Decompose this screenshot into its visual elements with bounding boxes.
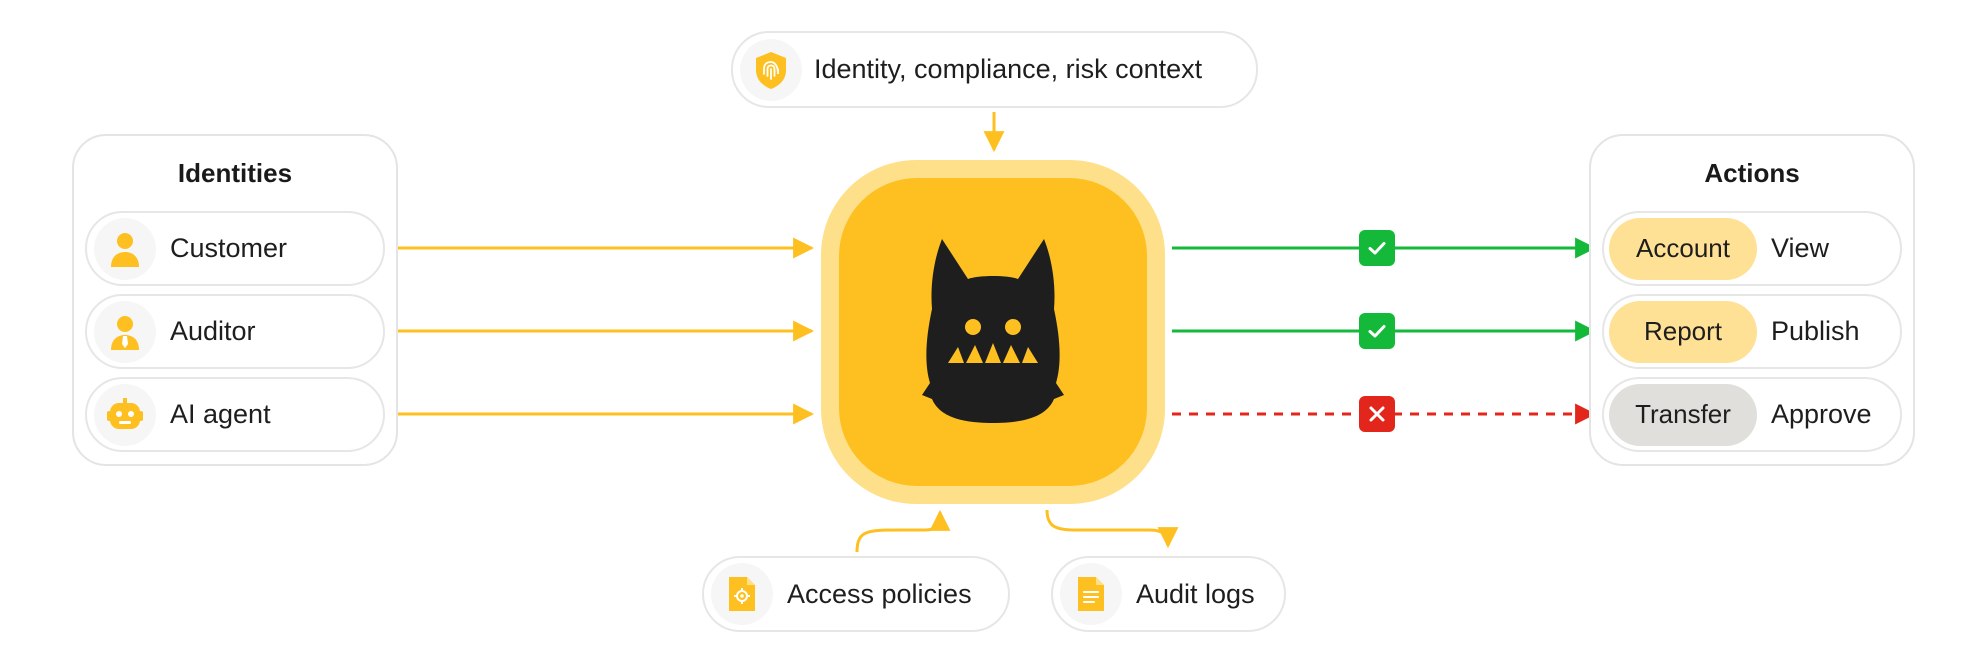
resource-tag: Account: [1609, 217, 1757, 280]
allowed-badge: [1359, 230, 1395, 266]
fingerprint-shield-icon: [740, 38, 802, 101]
monster-mascot-icon: [922, 239, 1064, 423]
identity-label: Auditor: [170, 316, 256, 346]
identity-label: Customer: [170, 233, 288, 263]
log-document-icon: [1060, 563, 1122, 625]
policies-arrow: [855, 509, 951, 553]
identity-ai-agent[interactable]: AI agent: [85, 377, 385, 452]
action-verb: View: [1771, 233, 1830, 263]
policy-engine: [821, 160, 1165, 504]
action-report-publish[interactable]: Report Publish: [1602, 294, 1902, 369]
identity-label: AI agent: [170, 399, 271, 429]
action-transfer-approve[interactable]: Transfer Approve: [1602, 377, 1902, 452]
audit-logs-label: Audit logs: [1136, 578, 1255, 609]
person-tie-icon: [94, 300, 156, 363]
identities-title: Identities: [177, 158, 293, 188]
action-account-view[interactable]: Account View: [1602, 211, 1902, 286]
allowed-badge: [1359, 313, 1395, 349]
context-label: Identity, compliance, risk context: [814, 54, 1203, 84]
policy-document-icon: [711, 563, 773, 625]
audit-logs-pill[interactable]: Audit logs: [1051, 556, 1286, 632]
robot-icon: [94, 383, 156, 446]
action-verb: Approve: [1771, 399, 1872, 429]
denied-badge: [1359, 396, 1395, 432]
access-policies-pill[interactable]: Access policies: [702, 556, 1010, 632]
action-verb: Publish: [1771, 316, 1860, 346]
identity-auditor[interactable]: Auditor: [85, 294, 385, 369]
person-icon: [94, 217, 156, 280]
context-pill: Identity, compliance, risk context: [731, 31, 1258, 108]
identity-customer[interactable]: Customer: [85, 211, 385, 286]
actions-title: Actions: [1704, 158, 1800, 188]
resource-tag: Transfer: [1609, 383, 1757, 446]
access-policies-label: Access policies: [787, 578, 972, 609]
resource-tag: Report: [1609, 300, 1757, 363]
logs-arrow: [1045, 509, 1179, 549]
